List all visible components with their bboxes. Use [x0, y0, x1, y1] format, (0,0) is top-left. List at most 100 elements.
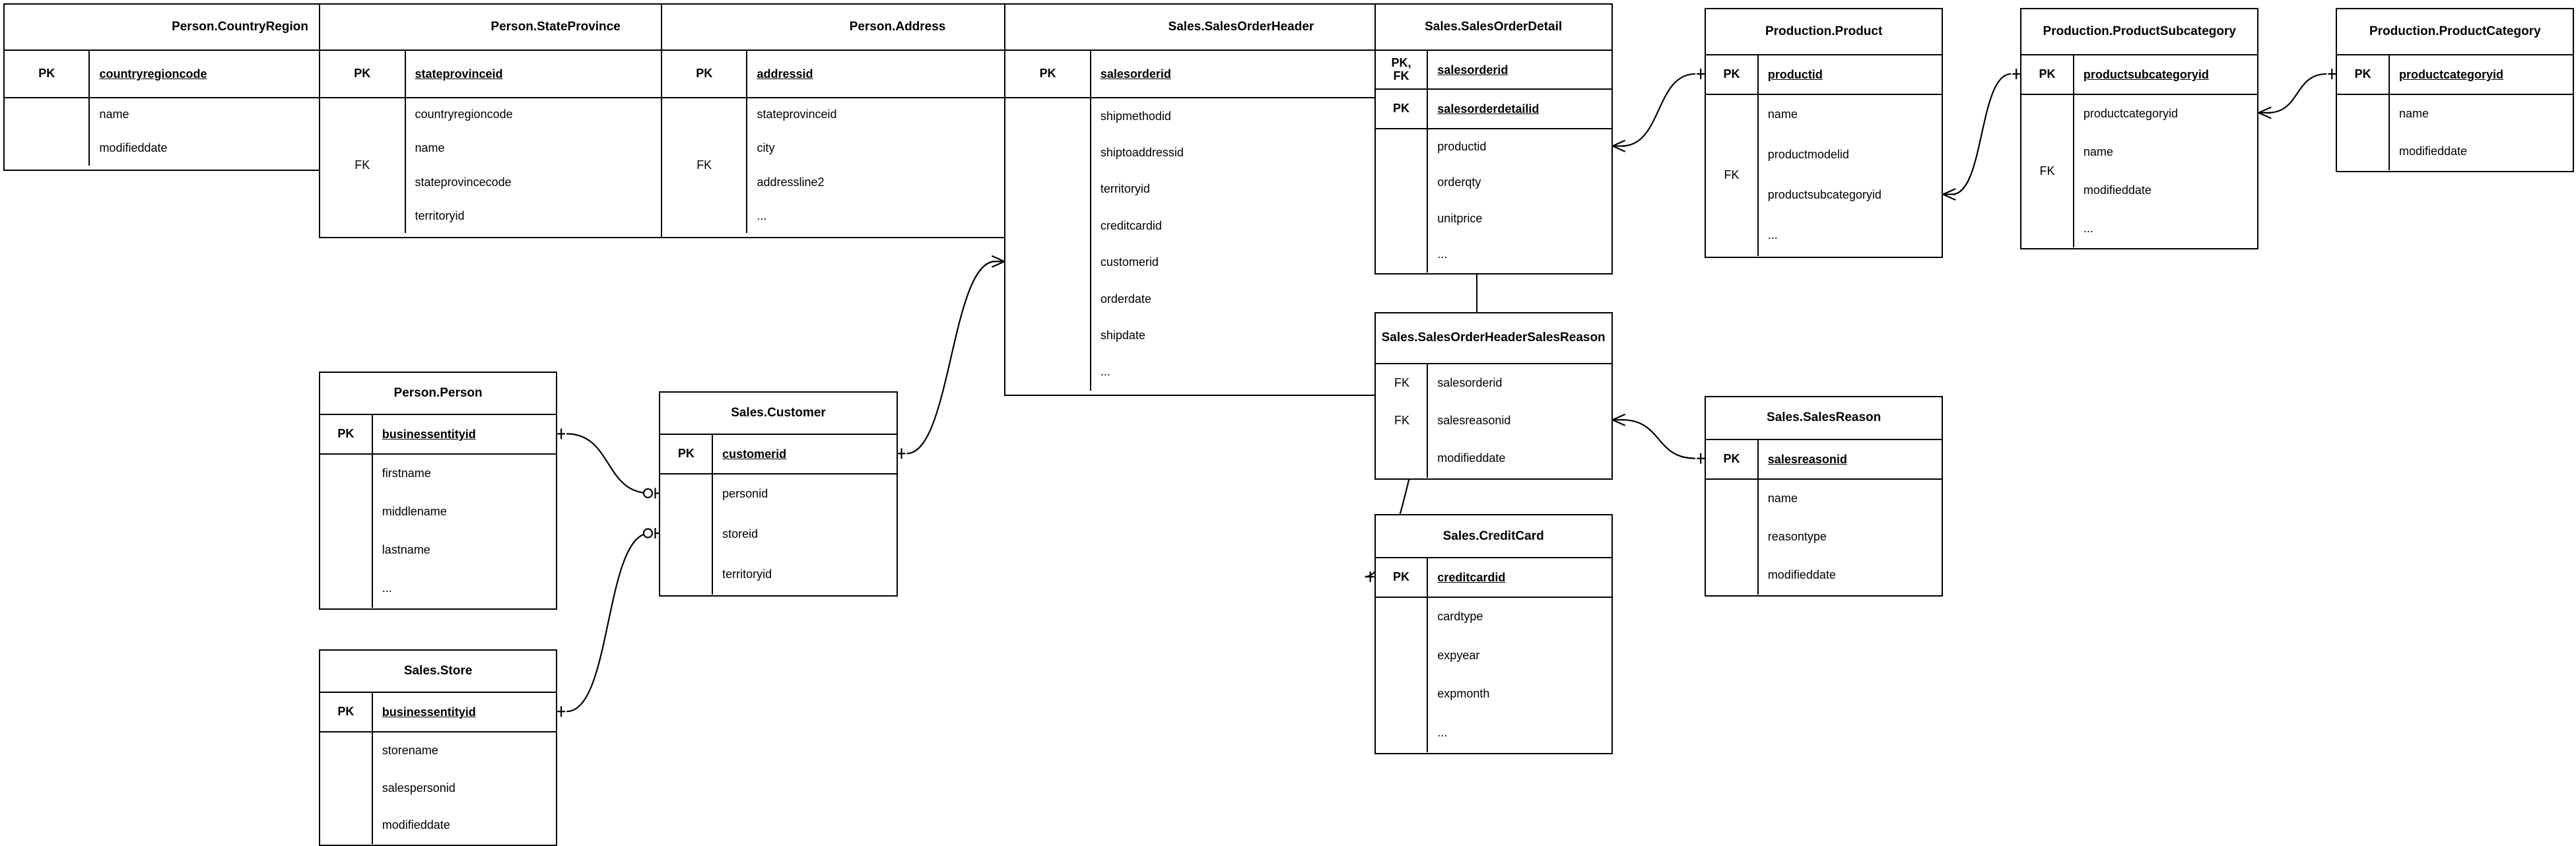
key-label: FK: [1394, 414, 1409, 428]
attribute: stateprovincecode: [415, 175, 512, 189]
key-label: [320, 732, 373, 845]
attribute-list: businessentityid: [373, 415, 556, 453]
key-label: PK: [320, 50, 406, 97]
attribute: name: [1767, 108, 1798, 121]
key-label: FK: [1706, 94, 1759, 256]
attribute-pk: productid: [1767, 68, 1823, 82]
attribute: creditcardid: [1100, 218, 1162, 232]
attribute-pk: salesreasonid: [1767, 452, 1847, 466]
attribute-list: addressid: [747, 51, 1133, 97]
key-label: [1706, 479, 1759, 595]
attribute: storeid: [722, 527, 759, 540]
key-label: [1005, 98, 1091, 391]
attribute-pk: stateprovinceid: [415, 67, 503, 81]
key-label: [1376, 597, 1429, 752]
entity-title: Person.Person: [320, 373, 557, 416]
attribute: salespersonid: [382, 781, 456, 795]
entity-title: Sales.SalesOrderDetail: [1375, 5, 1611, 51]
entity-title-line: Category: [2486, 24, 2541, 39]
key-label: PK: [662, 50, 748, 97]
attribute: expyear: [1437, 648, 1480, 662]
entity-title: Sales.SalesOrderHeader: [1005, 5, 1477, 51]
attribute-pk: countryregioncode: [99, 67, 207, 81]
attribute: shipdate: [1100, 329, 1145, 342]
entity-title: Person.StateProvince: [320, 5, 792, 51]
attribute-pk: customerid: [722, 447, 787, 461]
attribute-list: productcategoryid: [2390, 55, 2573, 94]
attribute: storename: [382, 744, 438, 758]
attribute-pk: productcategoryid: [2398, 68, 2503, 82]
entity-title: Sales.SalesReason: [1706, 397, 1942, 440]
key-label: FK: [1394, 375, 1409, 389]
entity-title-line: Production.Product: [2369, 24, 2487, 39]
key-label: PK: [5, 50, 90, 97]
attribute-pk: productsubcategoryid: [2083, 68, 2209, 82]
rel-person-customer: [557, 428, 660, 499]
entity-title: Sales.Customer: [660, 393, 897, 436]
entity-title-line: Subcategory: [2159, 24, 2236, 39]
attribute: reasontype: [1767, 529, 1827, 543]
key-label: PK: [660, 435, 714, 474]
attribute: name: [2083, 145, 2113, 158]
attribute: name: [2398, 106, 2429, 120]
attribute: shipmethodid: [1100, 109, 1171, 123]
attribute: firstname: [382, 467, 431, 480]
entity-title: Person.Address: [661, 5, 1134, 51]
attribute-list: creditcardid: [1428, 558, 1611, 597]
attribute: territoryid: [415, 209, 465, 222]
key-label: FK: [320, 98, 406, 234]
attribute: cardtype: [1437, 610, 1483, 624]
entity-title: Sales.CreditCard: [1375, 515, 1611, 559]
attribute-list: countryregioncode: [90, 51, 475, 97]
rel-salesorderdetail-product: [1612, 69, 1705, 152]
entity-title-line: Production.Product: [2043, 24, 2160, 39]
attribute-list: customerid: [713, 435, 896, 473]
key-label: PK: [320, 415, 373, 454]
attribute: ...: [757, 209, 767, 222]
key-label: PK: [1005, 50, 1091, 97]
attribute-pk: salesorderid: [1100, 67, 1171, 81]
key-label: [1376, 129, 1429, 273]
attribute-pk: businessentityid: [382, 705, 476, 719]
entity-section: PK creditcardid: [1375, 558, 1611, 598]
attribute: modifieddate: [1767, 568, 1836, 581]
entity-title-line: Sales.SalesOrder: [1381, 331, 1485, 345]
attribute-pk: creditcardid: [1437, 570, 1506, 584]
key-label: PK, FK: [1376, 50, 1429, 89]
key-label: [660, 474, 714, 595]
attribute: shiptoaddressid: [1100, 145, 1184, 159]
key-label: FK: [662, 98, 748, 234]
attribute: name: [415, 141, 445, 155]
attribute-list: salesorderid: [1428, 51, 1611, 89]
attribute: addressline2: [757, 175, 825, 189]
key-label: PK: [1376, 558, 1429, 597]
